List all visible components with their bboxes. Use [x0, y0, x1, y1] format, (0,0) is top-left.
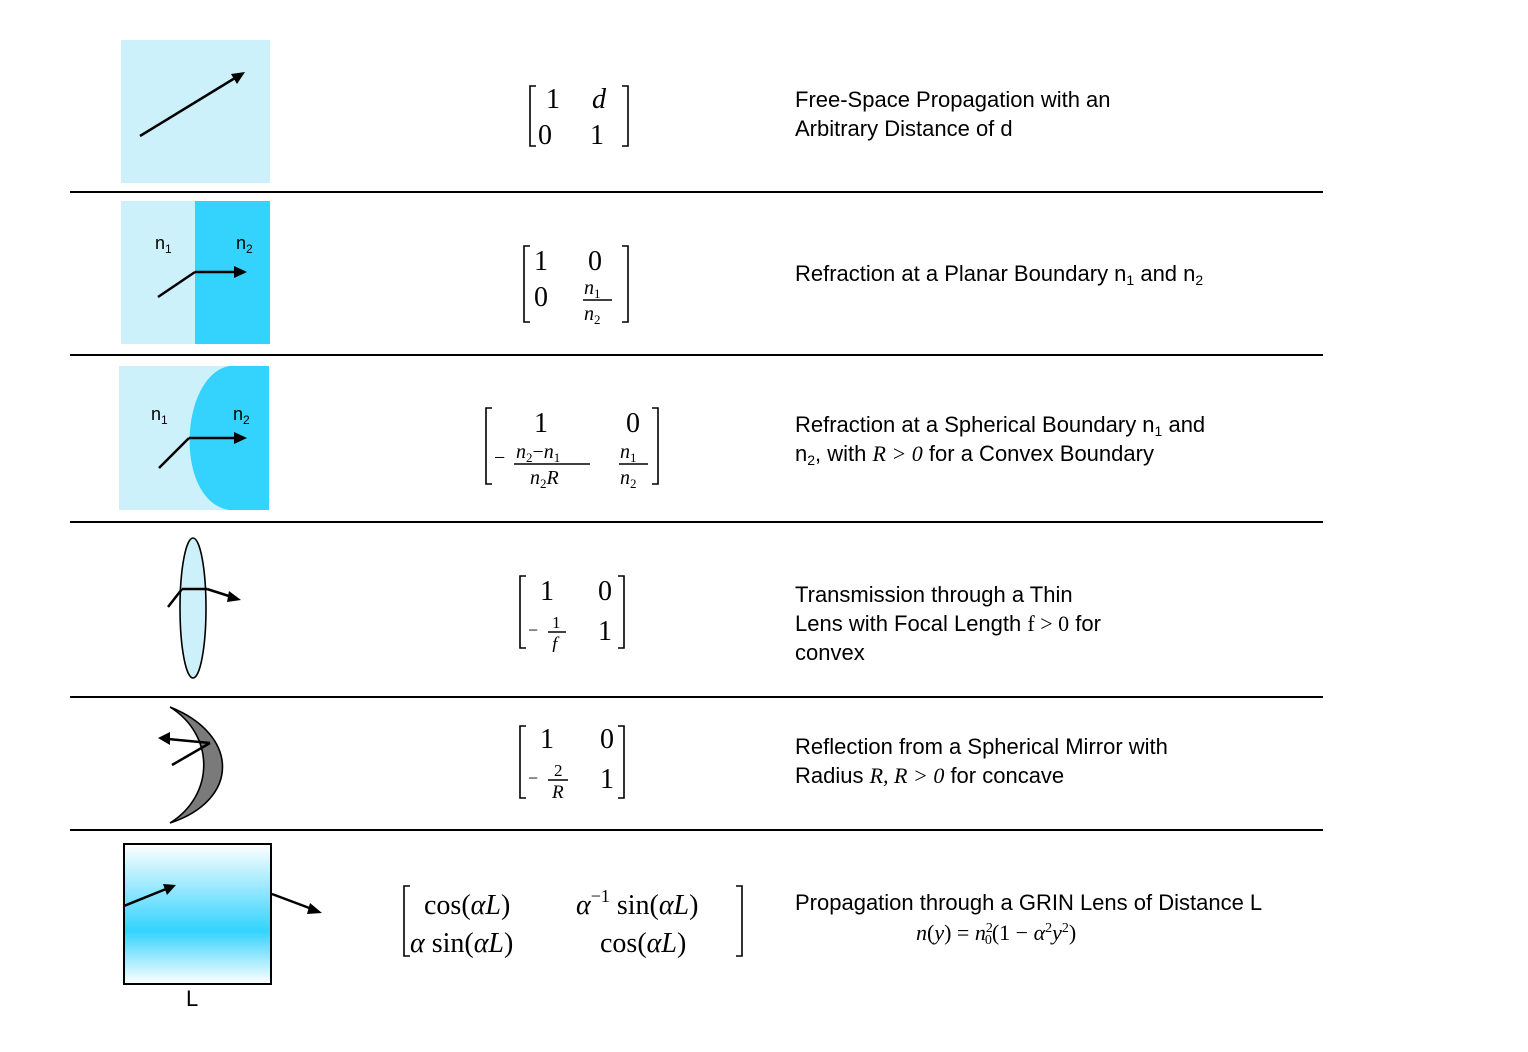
matrix-cell: 1 [540, 576, 554, 607]
matrix-cell: 1 [540, 724, 554, 755]
thin-lens-icon [167, 537, 241, 679]
matrix-cell: 1 [598, 616, 612, 647]
fraction-denominator: n2 [620, 467, 637, 490]
matrix-cell: α−1 sin(αL) [576, 886, 698, 921]
matrix-spherical-mirror: 1 0 − 2 R 1 [519, 724, 625, 802]
matrix-spherical-boundary: 1 0 − n2−n1 n2R n1 n2 [485, 407, 659, 490]
grin-index-formula: n(y) = n20(1 − α2y2) [916, 920, 1077, 948]
description-thin-lens: Transmission through a Thin Lens with Fo… [795, 582, 1101, 665]
matrix-cell: 0 [538, 120, 552, 151]
length-label-L: L [186, 986, 199, 1011]
matrix-cell: 1 [534, 408, 548, 439]
matrix-planar-boundary: 1 0 0 n1 n2 [523, 245, 629, 327]
description-grin-lens: Propagation through a GRIN Lens of Dista… [795, 890, 1263, 915]
matrix-cell: 1 [546, 84, 560, 115]
fraction-numerator: n1 [620, 441, 637, 465]
fraction-denominator: n2R [530, 467, 559, 490]
matrix-cell: 0 [534, 282, 548, 313]
description-planar-boundary: Refraction at a Planar Boundary n1 and n… [795, 261, 1204, 288]
matrix-cell: 0 [626, 408, 640, 439]
fraction-denominator: f [552, 634, 560, 652]
matrix-cell: 1 [534, 246, 548, 277]
fraction-numerator: n1 [584, 277, 601, 301]
fraction-denominator: n2 [584, 303, 601, 327]
matrix-cell: d [592, 84, 607, 115]
matrix-cell: 0 [600, 724, 614, 755]
index-label-n1: n1 [151, 404, 168, 427]
description-line: Free-Space Propagation with an [795, 87, 1111, 112]
matrix-cell: cos(αL) [424, 890, 510, 921]
spherical-mirror-icon [158, 706, 224, 824]
description-line: Arbitrary Distance of d [795, 116, 1013, 141]
row-divider [70, 829, 1323, 831]
index-label-n2: n2 [233, 404, 250, 427]
matrix-cell: 1 [600, 764, 614, 795]
description-free-space: Free-Space Propagation with an Arbitrary… [795, 85, 1111, 143]
matrix-cell: cos(αL) [600, 928, 686, 959]
fraction-numerator: 2 [554, 761, 563, 780]
matrix-cell: − [528, 620, 538, 640]
matrix-free-space: 1 d 0 1 [529, 84, 629, 151]
index-label-n2: n2 [236, 233, 253, 256]
matrix-cell: α sin(αL) [410, 928, 513, 959]
matrix-cell: − [528, 768, 538, 788]
grin-lens-icon [123, 843, 322, 985]
description-spherical-boundary: Refraction at a Spherical Boundary n1 an… [795, 412, 1206, 468]
free-space-arrow-icon [121, 40, 270, 183]
matrix-grin-lens: cos(αL) α−1 sin(αL) α sin(αL) cos(αL) [403, 885, 743, 959]
matrix-cell: 1 [590, 120, 604, 151]
row-divider [70, 521, 1323, 523]
matrix-cell: 0 [588, 246, 602, 277]
index-label-n1: n1 [155, 233, 172, 256]
row-divider [70, 191, 1323, 193]
matrix-thin-lens: 1 0 − 1 f 1 [519, 575, 625, 652]
fraction-numerator: 1 [552, 613, 561, 632]
fraction-numerator: n2−n1 [516, 441, 560, 465]
row-divider [70, 354, 1323, 356]
fraction-denominator: R [551, 782, 564, 802]
description-spherical-mirror: Reflection from a Spherical Mirror with … [795, 734, 1168, 788]
planar-boundary-icon [121, 201, 270, 344]
matrix-cell: − [494, 447, 505, 469]
spherical-boundary-icon [119, 366, 269, 510]
matrix-cell: 0 [598, 576, 612, 607]
row-divider [70, 696, 1323, 698]
